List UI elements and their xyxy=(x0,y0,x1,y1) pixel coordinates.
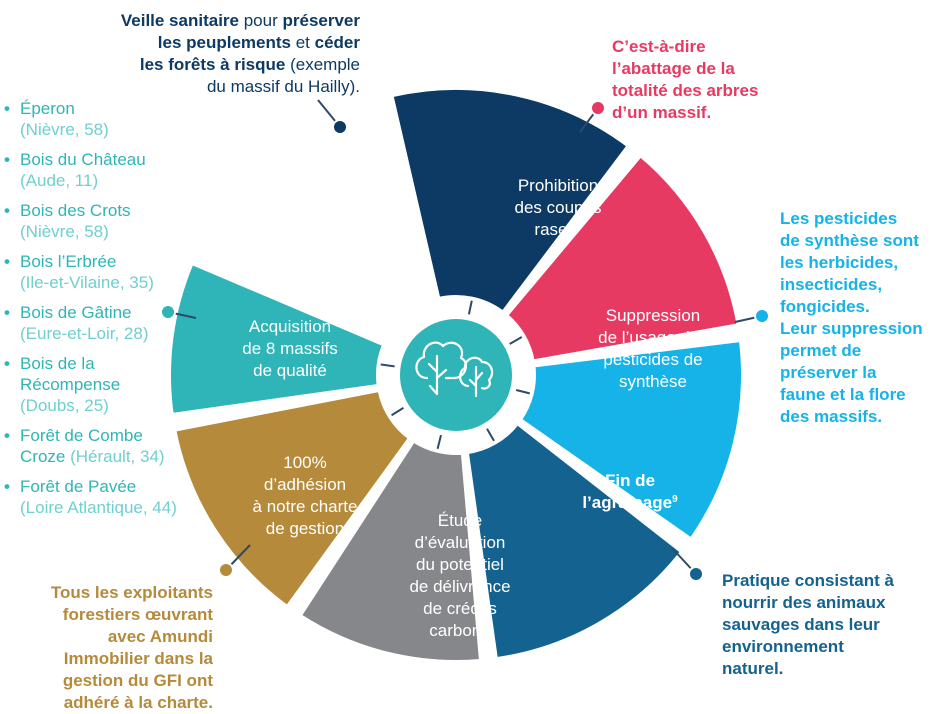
massif-name: Éperon xyxy=(20,99,75,118)
veille-bold-1: Veille sanitaire xyxy=(120,11,239,30)
bullet-icon: • xyxy=(4,99,10,118)
callout-dot-agrainage xyxy=(688,566,704,582)
bullet-icon: • xyxy=(4,354,10,373)
connector-dots xyxy=(160,99,770,582)
wheel-segments xyxy=(167,86,745,664)
massif-location: (Hérault, 34) xyxy=(65,447,165,466)
massif-name: Forêt de Combe Croze xyxy=(20,426,143,466)
callout-dot-massifs xyxy=(160,304,176,320)
veille-bold-3: préserver les peuplements xyxy=(157,11,360,52)
bullet-icon: • xyxy=(4,201,10,220)
segment-carbone xyxy=(297,438,484,664)
footnote-9: 9 xyxy=(672,494,678,505)
massif-location: (Loire Atlantique, 44) xyxy=(20,498,177,517)
massif-name: Forêt de Pavée xyxy=(20,477,137,496)
segment-pesticides xyxy=(517,338,745,542)
massifs-list: • Éperon (Nièvre, 58) • Bois du Château (Aude… xyxy=(4,98,194,527)
note-pesticides: Les pesticides de synthèse sont les herb… xyxy=(780,209,923,426)
massif-item: • Bois des Crots (Nièvre, 58) xyxy=(4,200,194,242)
note-agrainage: Pratique consistant à nourrir des animau… xyxy=(722,571,894,678)
massif-name: Bois de Gâtine xyxy=(20,303,132,322)
massif-item: • Éperon (Nièvre, 58) xyxy=(4,98,194,140)
segment-surveillance-label: Renforcement de la surveillance des mass… xyxy=(288,176,420,239)
massif-item: • Bois de la Récompense (Doubs, 25) xyxy=(4,353,194,416)
massif-name: Bois du Château xyxy=(20,150,146,169)
massif-item: • Forêt de Combe Croze (Hérault, 34) xyxy=(4,425,194,467)
segment-agrainage xyxy=(464,421,685,662)
bullet-icon: • xyxy=(4,252,10,271)
massif-location: (Eure-et-Loir, 28) xyxy=(20,324,149,343)
segment-carbone-label: Étude d’évaluation du potentiel de déliv… xyxy=(409,511,511,640)
massif-item: • Bois l’Erbrée (Ile-et-Vilaine, 35) xyxy=(4,251,194,293)
segment-prohibition xyxy=(504,153,741,364)
veille-text-4: et xyxy=(291,33,315,52)
massif-name: Bois des Crots xyxy=(20,201,131,220)
massif-item: • Bois de Gâtine (Eure-et-Loir, 28) xyxy=(4,302,194,344)
veille-text-6: (exemple du massif du Hailly). xyxy=(206,55,360,96)
segment-acquisition xyxy=(167,260,387,417)
segment-charte-label: 100% d’adhésion à notre charte de gestio… xyxy=(252,453,358,538)
massif-item: • Forêt de Pavée (Loire Atlantique, 44) xyxy=(4,476,194,518)
callout-dot-coupes xyxy=(590,100,606,116)
agrainage-line2: l’agrainage xyxy=(582,493,673,512)
callout-dot-pesticides xyxy=(754,308,770,324)
note-coupes-rases: C’est-à-dire l’abattage de la totalité d… xyxy=(612,37,759,122)
veille-text-2: pour xyxy=(239,11,283,30)
trees-icon xyxy=(415,341,494,398)
massif-location: (Aude, 11) xyxy=(20,171,99,190)
massif-name: Bois de la Récompense xyxy=(20,354,121,394)
center-circle xyxy=(400,319,512,431)
segment-surveillance xyxy=(389,86,631,315)
agrainage-line1: Fin de xyxy=(604,471,656,490)
segment-acquisition-label: Acquisition de 8 massifs de qualité xyxy=(242,317,338,380)
massif-location: (Nièvre, 58) xyxy=(20,120,109,139)
bullet-icon: • xyxy=(4,150,10,169)
bullet-icon: • xyxy=(4,303,10,322)
segment-agrainage-label: Fin de l’agrainage9 xyxy=(560,470,700,514)
veille-bold-5: céder les forêts à risque xyxy=(139,33,360,74)
footnote-8: 8 xyxy=(576,221,582,232)
segment-pesticides-label: Suppression de l’usage des pesticides de… xyxy=(598,306,708,391)
massif-location: (Doubs, 25) xyxy=(20,396,109,415)
massif-name: Bois l’Erbrée xyxy=(20,252,117,271)
note-exploitants: Tous les exploitants forestiers œuvrant … xyxy=(50,583,213,712)
bullet-icon: • xyxy=(4,477,10,496)
callout-dot-veille xyxy=(332,119,348,135)
segment-prohibition-label: Prohibition des coupes rases8 xyxy=(488,175,628,241)
callout-dot-exploitants xyxy=(218,562,234,578)
massif-location: (Ile-et-Vilaine, 35) xyxy=(20,273,154,292)
center-hub xyxy=(400,319,512,431)
massif-location: (Nièvre, 58) xyxy=(20,222,109,241)
massif-item: • Bois du Château (Aude, 11) xyxy=(4,149,194,191)
note-veille-sanitaire: Veille sanitaire pour préserver les peup… xyxy=(60,10,360,98)
segment-charte xyxy=(172,387,413,610)
bullet-icon: • xyxy=(4,426,10,445)
prohibition-text: Prohibition des coupes rases xyxy=(514,176,602,239)
